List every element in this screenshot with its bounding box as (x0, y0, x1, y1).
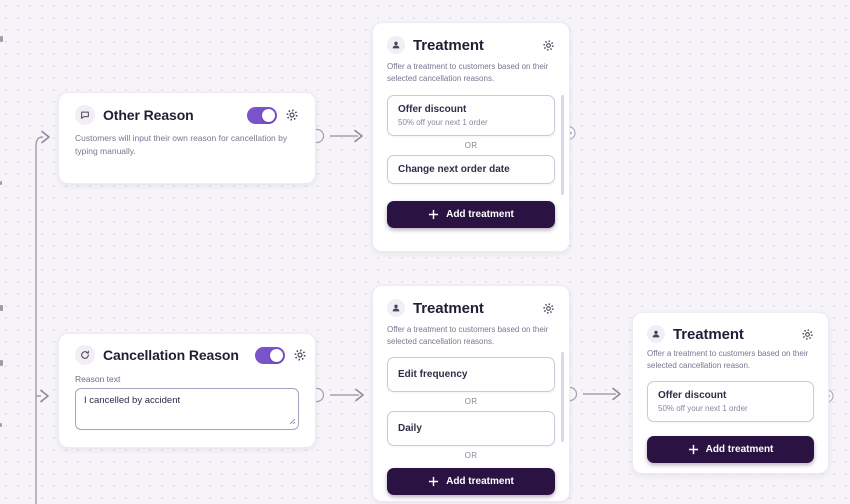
gear-icon (801, 328, 814, 341)
treatment-right-header: Treatment (647, 325, 814, 343)
treatment-right-settings-button[interactable] (801, 328, 814, 341)
node-description: Offer a treatment to customers based on … (387, 325, 549, 346)
other-reason-settings-button[interactable] (285, 108, 299, 122)
option-daily[interactable]: Daily (387, 411, 555, 446)
add-treatment-button[interactable]: Add treatment (387, 468, 555, 495)
gear-icon (542, 39, 555, 52)
cancellation-reason-toggle[interactable] (254, 346, 285, 364)
reason-text-label: Reason text (75, 374, 121, 384)
treatment-top-header: Treatment (387, 36, 555, 54)
add-treatment-button[interactable]: Add treatment (647, 436, 814, 463)
treatment-top-settings-button[interactable] (542, 39, 555, 52)
add-treatment-label: Add treatment (705, 444, 774, 455)
node-title: Treatment (413, 299, 484, 317)
node-description: Offer a treatment to customers based on … (647, 349, 809, 370)
node-cancellation-reason[interactable]: Cancellation Reason Reason text I cancel… (58, 333, 316, 448)
node-title: Cancellation Reason (103, 347, 239, 363)
option-offer-discount[interactable]: Offer discount 50% off your next 1 order (647, 381, 814, 422)
node-title: Other Reason (103, 107, 194, 123)
cancellation-reason-header: Cancellation Reason (75, 345, 306, 365)
options-scrollbar[interactable] (561, 352, 564, 442)
offscreen-node-stubs (0, 36, 3, 427)
add-treatment-label: Add treatment (446, 476, 514, 487)
option-change-next-order-date[interactable]: Change next order date (387, 155, 555, 184)
option-label: Change next order date (398, 164, 510, 175)
toggle-knob (269, 348, 283, 362)
node-description: Customers will input their own reason fo… (75, 133, 288, 156)
gear-icon (285, 108, 299, 122)
options-scrollbar[interactable] (561, 95, 564, 195)
other-reason-header: Other Reason (75, 105, 299, 125)
chat-icon (75, 105, 95, 125)
option-edit-frequency[interactable]: Edit frequency (387, 357, 555, 392)
other-reason-toggle[interactable] (247, 106, 277, 124)
gear-icon (293, 348, 307, 362)
option-sublabel: 50% off your next 1 order (658, 404, 748, 413)
plus-icon (428, 476, 439, 487)
node-title: Treatment (413, 36, 484, 54)
plus-icon (688, 444, 699, 455)
node-treatment-right[interactable]: Treatment Offer a treatment to customers… (632, 312, 829, 474)
cancellation-reason-settings-button[interactable] (293, 348, 307, 362)
option-label: Offer discount (398, 104, 467, 115)
node-title: Treatment (673, 325, 744, 343)
gear-icon (542, 302, 555, 315)
plus-icon (428, 209, 439, 220)
option-label: Edit frequency (398, 369, 468, 380)
edge-trunk (35, 136, 44, 504)
or-separator: OR (464, 451, 478, 460)
option-label: Offer discount (658, 390, 727, 401)
option-sublabel: 50% off your next 1 order (398, 118, 488, 127)
node-treatment-top[interactable]: Treatment Offer a treatment to customers… (372, 22, 570, 252)
or-separator: OR (464, 141, 478, 150)
person-icon (387, 36, 405, 54)
or-separator: OR (464, 397, 478, 406)
node-description: Offer a treatment to customers based on … (387, 62, 549, 83)
option-label: Daily (398, 423, 422, 434)
toggle-knob (262, 108, 275, 122)
node-treatment-bottom[interactable]: Treatment Offer a treatment to customers… (372, 285, 570, 502)
reason-text-input[interactable]: I cancelled by accident (75, 388, 299, 430)
treatment-bottom-settings-button[interactable] (542, 302, 555, 315)
node-other-reason[interactable]: Other Reason Customers will input their … (58, 92, 316, 184)
treatment-bottom-header: Treatment (387, 299, 555, 317)
add-treatment-label: Add treatment (446, 209, 514, 220)
add-treatment-button[interactable]: Add treatment (387, 201, 555, 228)
option-offer-discount[interactable]: Offer discount 50% off your next 1 order (387, 95, 555, 136)
refresh-icon (75, 345, 95, 365)
person-icon (387, 299, 405, 317)
person-icon (647, 325, 665, 343)
